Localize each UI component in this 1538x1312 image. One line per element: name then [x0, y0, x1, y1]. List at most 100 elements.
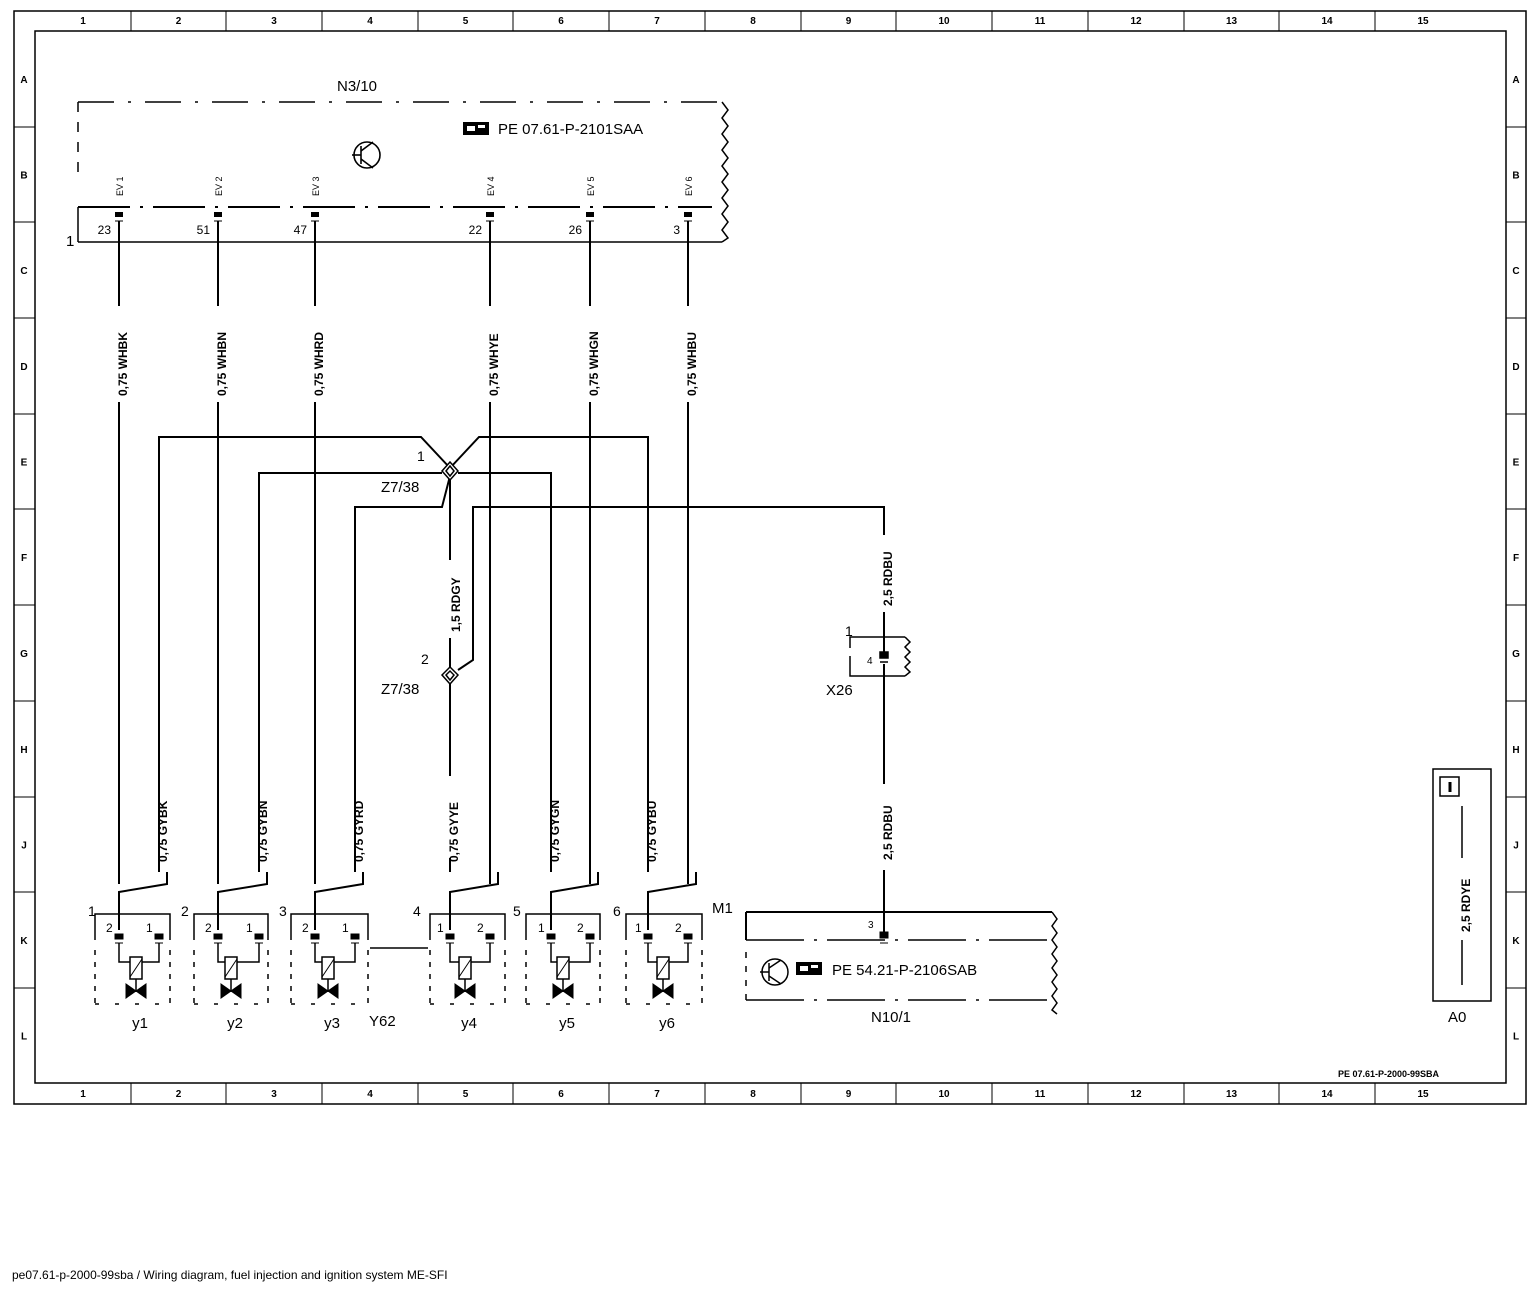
injector-pin [546, 933, 556, 940]
grid-row-label: F [21, 553, 27, 564]
grid-col-label: 15 [1417, 16, 1429, 27]
injector-pin [254, 933, 264, 940]
grid-col-label: 12 [1130, 1089, 1142, 1100]
grid-row-label: B [20, 171, 27, 182]
splice-z7-38-top-icon [440, 460, 460, 482]
relay-reference: PE 54.21-P-2106SAB [832, 962, 977, 979]
pin-signal-label: EV 6 [684, 176, 694, 196]
coil-lead [669, 943, 689, 963]
injector-pin [154, 933, 164, 940]
grid-row-label: C [20, 266, 27, 277]
grid-row-label: H [1512, 745, 1519, 756]
injector-pin [445, 933, 455, 940]
grid-col-label: 12 [1130, 16, 1142, 27]
grid-col-label: 8 [750, 1089, 756, 1100]
grid-tick-lines [14, 11, 1526, 1104]
figure-caption: pe07.61-p-2000-99sba / Wiring diagram, f… [12, 1268, 448, 1282]
grid-row-label: G [20, 649, 28, 660]
control-unit-connector: 1 [66, 233, 74, 250]
injector-connector-name: M1 [712, 900, 733, 917]
injector-pin-label: 2 [302, 921, 309, 935]
grid-col-label: 1 [80, 16, 86, 27]
grid-labels: 1122334455667788991010111112121313141415… [20, 16, 1520, 1100]
reference-hand-icon [463, 122, 489, 135]
relay-pin: 3 [868, 920, 874, 931]
coil-lead [237, 943, 260, 963]
injector-number: 1 [88, 903, 96, 919]
coil-lead [217, 943, 225, 963]
injector-pin-label: 1 [146, 921, 153, 935]
wire-color-label: 0,75 WHYE [487, 333, 501, 396]
valve-icon [454, 983, 476, 999]
grid-col-label: 4 [367, 1089, 373, 1100]
x26-pin: 4 [867, 656, 873, 667]
grid-col-label: 7 [654, 16, 660, 27]
splice-name-top: Z7/38 [381, 479, 419, 496]
splice-pin-bottom: 2 [421, 651, 429, 667]
injector-pin-label: 2 [675, 921, 682, 935]
injector-connector-body [290, 913, 369, 940]
relay-transistor-icon [760, 958, 789, 986]
grid-col-label: 14 [1321, 16, 1333, 27]
grid-col-label: 10 [938, 1089, 950, 1100]
wire-kink [118, 872, 168, 930]
grid-row-label: G [1512, 649, 1520, 660]
splice-wire-label: 1,5 RDGY [449, 577, 463, 632]
grid-row-label: H [20, 745, 27, 756]
injector-pin-label: 1 [538, 921, 545, 935]
grid-col-label: 6 [558, 1089, 564, 1100]
solenoid-coil-diagonal [224, 958, 238, 978]
injector-id: y2 [227, 1015, 243, 1032]
injector-pin [643, 933, 653, 940]
injector-number: 2 [181, 903, 189, 919]
grid-col-label: 5 [463, 16, 469, 27]
pin-number: 3 [673, 223, 680, 237]
pin-signal-label: EV 1 [115, 176, 125, 196]
control-unit-name: N3/10 [337, 78, 377, 95]
coil-lead [647, 943, 657, 963]
wire-color-label: 0,75 WHBN [215, 332, 229, 396]
grid-col-label: 10 [938, 16, 950, 27]
grid-row-label: D [20, 362, 27, 373]
relay-module-n10-1 [745, 911, 1058, 1015]
injector-pin [213, 933, 223, 940]
injector-connector-body [525, 913, 601, 940]
pin-signal-label: EV 4 [486, 176, 496, 196]
splice-wiring [158, 436, 885, 932]
injector-pin [585, 933, 595, 940]
grid-col-label: 6 [558, 16, 564, 27]
relay-reference-hand-icon [796, 962, 822, 975]
grid-col-label: 11 [1035, 16, 1046, 27]
injector-id: y5 [559, 1015, 575, 1032]
grid-row-label: F [1513, 553, 1519, 564]
injector-group-name: Y62 [369, 1013, 396, 1030]
relay-wire-in-label: 2,5 RDBU [881, 805, 895, 860]
injector-pin-label: 1 [342, 921, 349, 935]
grid-row-label: J [21, 841, 27, 852]
coil-lead [471, 943, 491, 963]
grid-col-label: 7 [654, 1089, 660, 1100]
solenoid-coil-diagonal [656, 958, 670, 978]
grid-col-label: 2 [176, 1089, 182, 1100]
injector-pin-label: 1 [246, 921, 253, 935]
injector-id: y3 [324, 1015, 340, 1032]
x26-connector-num: 1 [845, 623, 853, 639]
coil-lead [118, 943, 130, 963]
wire-color-label: 0,75 WHGN [587, 331, 601, 396]
wire-kink [314, 872, 364, 930]
valve-icon [317, 983, 339, 999]
injector-pin [485, 933, 495, 940]
grid-row-label: E [21, 458, 28, 469]
wire-color-label: 0,75 WHRD [312, 332, 326, 396]
info-box-label: A0 [1448, 1009, 1466, 1026]
grid-row-label: J [1513, 841, 1519, 852]
valve-icon [652, 983, 674, 999]
coil-lead [550, 943, 557, 963]
grid-col-label: 15 [1417, 1089, 1429, 1100]
grid-row-label: L [1513, 1032, 1519, 1043]
control-unit-reference: PE 07.61-P-2101SAA [498, 121, 643, 138]
